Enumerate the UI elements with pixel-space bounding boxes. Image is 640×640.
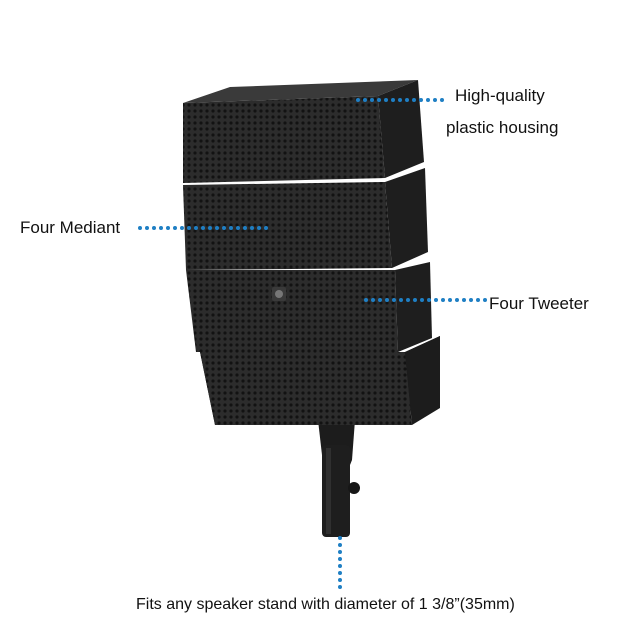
housing-leader bbox=[356, 98, 444, 102]
tweeter-leader bbox=[364, 298, 487, 302]
stand-leader bbox=[338, 536, 342, 589]
mediant-leader bbox=[138, 226, 268, 230]
housing-callout-line2: plastic housing bbox=[446, 118, 559, 137]
leader-lines bbox=[138, 98, 487, 589]
stand-callout: Fits any speaker stand with diameter of … bbox=[136, 596, 515, 613]
mediant-callout: Four Mediant bbox=[20, 218, 121, 237]
stand-mount bbox=[318, 420, 360, 537]
speaker-cabinet-1 bbox=[183, 80, 424, 183]
speaker-cabinet-4 bbox=[200, 336, 440, 425]
housing-callout-line1: High-quality bbox=[455, 86, 545, 105]
speaker-cabinet-3 bbox=[186, 262, 432, 352]
tweeter-callout: Four Tweeter bbox=[489, 294, 589, 313]
speaker-cabinet-2 bbox=[183, 168, 428, 270]
